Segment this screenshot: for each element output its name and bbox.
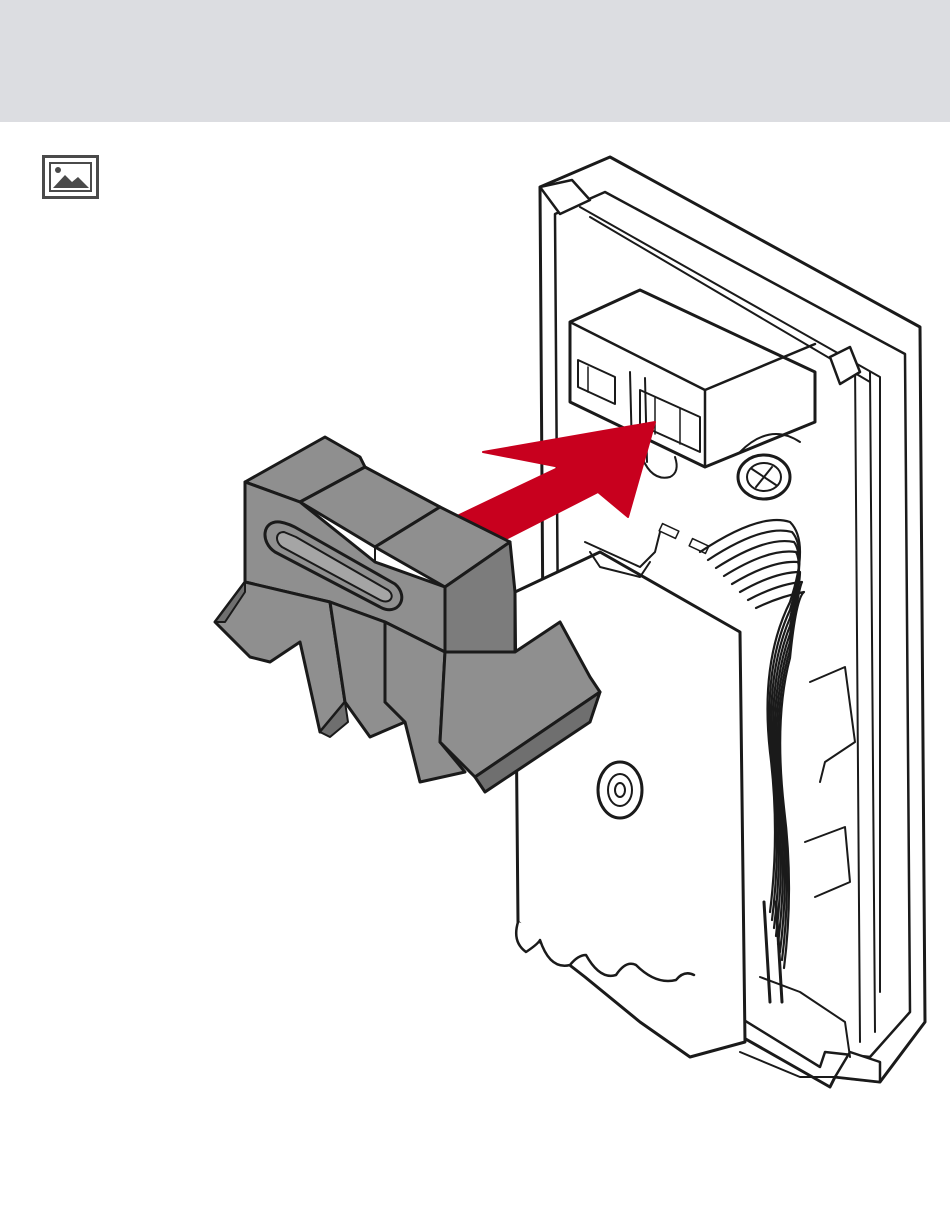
header-band bbox=[0, 0, 950, 122]
installation-illustration bbox=[0, 122, 950, 1209]
illustration-svg bbox=[0, 122, 950, 1209]
